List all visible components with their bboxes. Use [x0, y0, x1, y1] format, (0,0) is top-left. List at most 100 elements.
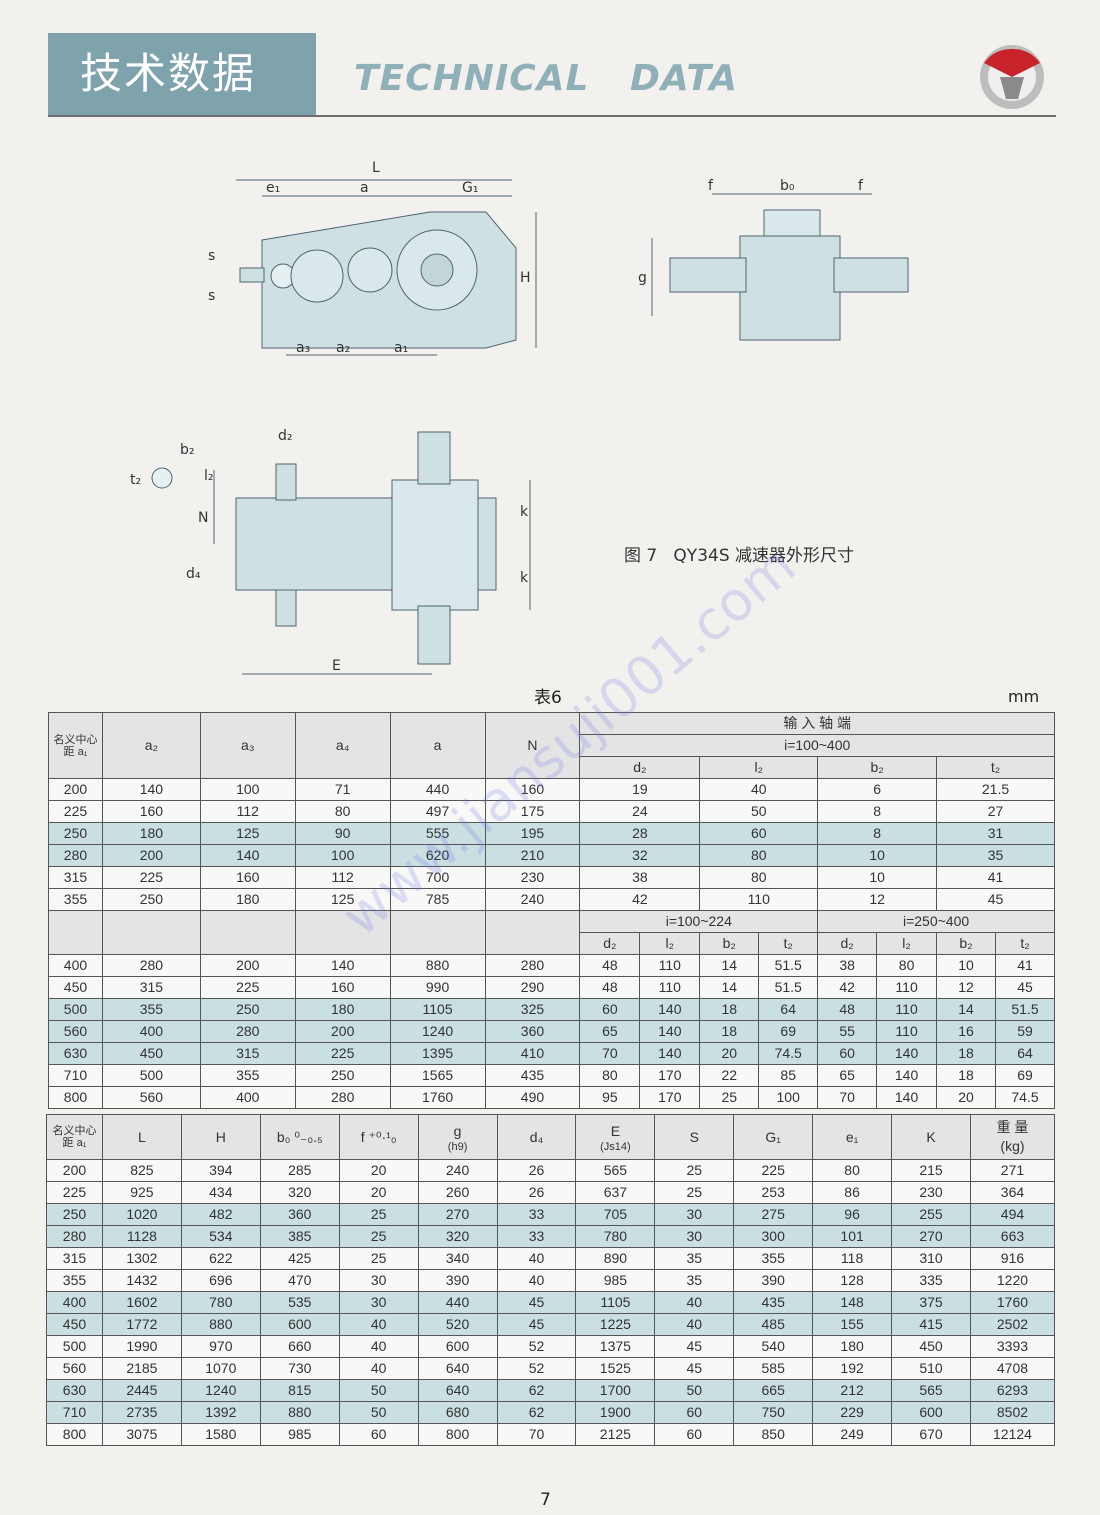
table-cell: 42: [817, 976, 878, 999]
table-cell: 125: [294, 888, 391, 911]
table-cell: 140: [639, 998, 701, 1021]
table-cell: 970: [180, 1335, 261, 1358]
table-cell: 560: [48, 1020, 103, 1043]
table-cell: 1240: [389, 1020, 486, 1043]
label-N: N: [198, 510, 208, 526]
header-ratio-all: i=100~400: [579, 734, 1055, 757]
table-cell: 240: [417, 1159, 498, 1182]
table-cell: 26: [496, 1159, 577, 1182]
table-cell: 16: [936, 1020, 996, 1043]
table-cell: 51.5: [758, 954, 819, 977]
table-cell: 315: [199, 1042, 296, 1065]
table-cell: 800: [46, 1423, 103, 1446]
table-cell: 74.5: [758, 1042, 819, 1065]
table-cell: 85: [758, 1064, 819, 1087]
table-cell: 1128: [101, 1225, 182, 1248]
table-cell: 225: [101, 866, 201, 889]
table-cell: 450: [891, 1335, 971, 1358]
table-cell: 434: [180, 1181, 261, 1204]
header-d4: d₄: [496, 1114, 577, 1160]
front-view-labels: L e₁ a G₁ H s s a₃ a₂ a₁: [208, 160, 531, 356]
table-cell: 534: [180, 1225, 261, 1248]
page-header: 技术数据 TECHNICAL DATA: [48, 33, 1056, 117]
table-cell: 28: [579, 822, 701, 845]
label-b0: b₀: [780, 178, 795, 194]
table-cell: 110: [699, 888, 819, 911]
table-cell: 229: [812, 1401, 893, 1424]
table-cell: 450: [101, 1042, 201, 1065]
table-cell: 45: [654, 1357, 735, 1380]
table-cell: 35: [654, 1269, 735, 1292]
table-cell: 225: [199, 976, 296, 999]
table-cell: 27: [936, 800, 1055, 823]
label-s-bottom: s: [208, 288, 215, 304]
table-cell: 390: [733, 1269, 814, 1292]
table-cell: 25: [338, 1225, 419, 1248]
table-cell: 750: [733, 1401, 814, 1424]
blank-cell: [389, 910, 486, 955]
table-cell: 35: [654, 1247, 735, 1270]
top-view-labels: b₂ t₂ d₂ l₂ N d₄ k k E: [130, 428, 529, 674]
table-cell: 96: [812, 1203, 893, 1226]
table-cell: 2502: [969, 1313, 1056, 1336]
table-cell: 6293: [969, 1379, 1056, 1402]
table-cell: 225: [48, 800, 103, 823]
header-g-main: g: [453, 1122, 462, 1139]
table-cell: 565: [891, 1379, 971, 1402]
table-cell: 2445: [101, 1379, 182, 1402]
table-cell: 335: [891, 1269, 971, 1292]
header-rule: [48, 115, 1056, 117]
table-title: 表6: [534, 688, 562, 708]
table-cell: 25: [338, 1203, 419, 1226]
header-d2-high: d₂: [817, 932, 878, 955]
table-cell: 490: [484, 1086, 581, 1109]
table-cell: 290: [484, 976, 581, 999]
blank-cell: [294, 910, 391, 955]
table-cell: 1020: [101, 1203, 182, 1226]
table-cell: 140: [876, 1086, 938, 1109]
table-cell: 22: [699, 1064, 760, 1087]
table-cell: 310: [891, 1247, 971, 1270]
table-cell: 500: [101, 1064, 201, 1087]
table-cell: 41: [994, 954, 1056, 977]
table-cell: 180: [294, 998, 391, 1021]
front-view-drawing: [236, 179, 537, 356]
table-cell: 70: [817, 1086, 878, 1109]
table-cell: 3393: [969, 1335, 1056, 1358]
header-a4: a₄: [294, 712, 391, 779]
table-cell: 355: [199, 1064, 296, 1087]
table-cell: 355: [101, 998, 201, 1021]
table-cell: 705: [575, 1203, 656, 1226]
table-cell: 1900: [575, 1401, 656, 1424]
table-cell: 520: [417, 1313, 498, 1336]
title-chinese: 技术数据: [48, 33, 316, 115]
table-cell: 40: [496, 1247, 577, 1270]
table-cell: 160: [199, 866, 296, 889]
label-e1: e₁: [266, 180, 280, 196]
table-cell: 20: [936, 1086, 996, 1109]
table-cell: 40: [338, 1313, 419, 1336]
table-cell: 18: [936, 1042, 996, 1065]
table-cell: 985: [259, 1423, 340, 1446]
table-cell: 128: [812, 1269, 893, 1292]
blank-cell: [101, 910, 201, 955]
label-G1: G₁: [462, 180, 478, 196]
table-cell: 18: [699, 1020, 760, 1043]
table-cell: 660: [259, 1335, 340, 1358]
table-cell: 1105: [575, 1291, 656, 1314]
table-cell: 180: [199, 888, 296, 911]
table-cell: 253: [733, 1181, 814, 1204]
table-cell: 100: [758, 1086, 819, 1109]
header-a1: 名义中心距 a₁: [48, 712, 103, 779]
table-cell: 410: [484, 1042, 581, 1065]
table-cell: 985: [575, 1269, 656, 1292]
table-cell: 200: [46, 1159, 103, 1182]
table-cell: 670: [891, 1423, 971, 1446]
table-cell: 52: [496, 1335, 577, 1358]
table-cell: 25: [654, 1181, 735, 1204]
